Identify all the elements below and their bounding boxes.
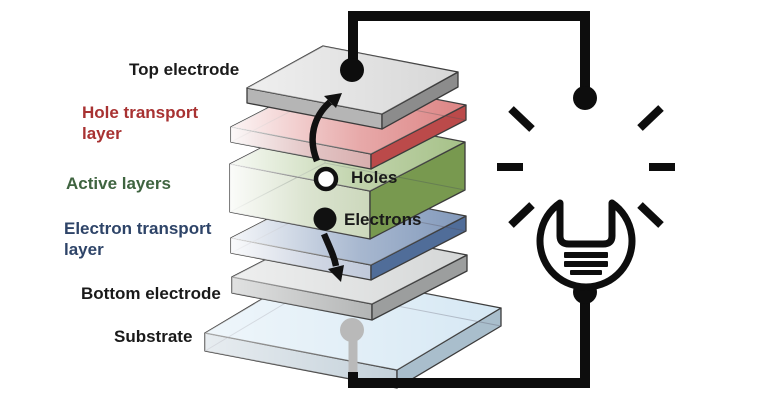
light-bulb-icon bbox=[497, 105, 675, 291]
label-holes: Holes bbox=[351, 168, 398, 187]
label-hole-transport-layer: Hole transport layer bbox=[82, 103, 199, 143]
bulb-ray-icon bbox=[637, 202, 664, 228]
hole-flow-arrow-icon bbox=[309, 99, 333, 163]
bulb-screw-line bbox=[570, 270, 602, 275]
bulb-rays bbox=[497, 105, 675, 228]
label-electrons: Electrons bbox=[344, 210, 422, 229]
circuit-wire-top bbox=[348, 11, 590, 98]
label-active-layers: Active layers bbox=[66, 174, 171, 193]
electron-marker-icon bbox=[313, 207, 337, 231]
label-top-electrode: Top electrode bbox=[129, 60, 240, 79]
bulb-screw-line bbox=[564, 252, 608, 258]
label-substrate: Substrate bbox=[114, 327, 193, 346]
bulb-glass bbox=[536, 199, 636, 291]
bulb-screw-line bbox=[564, 261, 608, 267]
circuit-wire-bottom bbox=[348, 292, 590, 388]
hole-flow-arrowhead-icon bbox=[324, 93, 342, 108]
hole-marker-icon bbox=[313, 166, 339, 192]
htl-sheen-left bbox=[231, 127, 371, 169]
label-bottom-electrode: Bottom electrode bbox=[81, 284, 221, 303]
bottom-electrode-sheen-left bbox=[232, 277, 372, 320]
electron-flow-arrow-icon bbox=[321, 232, 340, 267]
bulb-ray-icon bbox=[637, 105, 664, 131]
top-electrode-contact-dot bbox=[340, 58, 364, 82]
electron-flow-arrowhead-icon bbox=[328, 265, 344, 282]
label-electron-transport-layer: Electron transport layer bbox=[64, 219, 212, 259]
bulb-ray-icon bbox=[508, 202, 535, 228]
hidden-wire-junction-dot bbox=[340, 318, 364, 342]
bulb-ray-icon bbox=[508, 106, 535, 132]
bulb-top-junction-dot bbox=[573, 86, 597, 110]
